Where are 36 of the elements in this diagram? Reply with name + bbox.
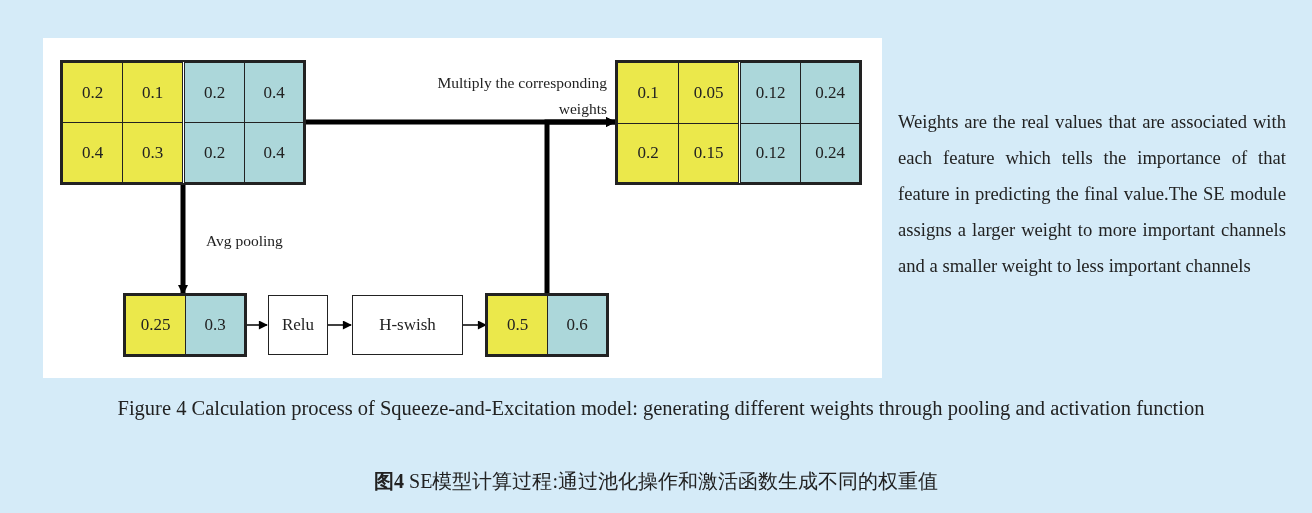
arrow xyxy=(327,320,352,330)
value-cell: 0.24 xyxy=(800,62,860,124)
value-cell: 0.12 xyxy=(740,123,801,183)
value-cell: 0.4 xyxy=(62,122,123,183)
value-cell: 0.1 xyxy=(122,62,183,123)
process-box: Relu xyxy=(268,295,328,355)
tensor-grid xyxy=(617,62,860,183)
value-cell: 0.4 xyxy=(244,62,304,123)
vector-box xyxy=(487,295,607,355)
value-cell: 0.1 xyxy=(617,62,679,124)
edge-label: Multiply the corresponding weights xyxy=(436,73,607,119)
value-cell: 0.15 xyxy=(678,123,739,183)
arrow xyxy=(462,320,487,330)
description-text: Weights are the real values that are associated with each feature which tells the importance of that feature in predicting the final value.The SE module assigns a larger weight to more important channels and a smaller weight to less important channels xyxy=(898,110,1286,278)
value-cell: 0.25 xyxy=(125,295,186,355)
value-cell: 0.5 xyxy=(487,295,548,355)
tensor-grid xyxy=(62,62,304,183)
value-cell: 0.24 xyxy=(800,123,860,183)
figure-caption: 图4 SE模型计算过程:通过池化操作和激活函数生成不同的权重值 xyxy=(373,469,939,494)
arrow xyxy=(178,183,188,295)
vector-box xyxy=(125,295,245,355)
process-box: H-swish xyxy=(352,295,463,355)
value-cell: 0.2 xyxy=(184,122,245,183)
value-cell: 0.4 xyxy=(244,122,304,183)
value-cell: 0.2 xyxy=(184,62,245,123)
value-cell: 0.3 xyxy=(122,122,183,183)
edge-label: Avg pooling xyxy=(205,231,284,251)
arrow xyxy=(244,320,268,330)
value-cell: 0.2 xyxy=(617,123,679,183)
arrow xyxy=(544,117,616,295)
value-cell: 0.3 xyxy=(185,295,245,355)
value-cell: 0.6 xyxy=(547,295,607,355)
value-cell: 0.2 xyxy=(62,62,123,123)
value-cell: 0.05 xyxy=(678,62,739,124)
value-cell: 0.12 xyxy=(740,62,801,124)
figure-caption: Figure 4 Calculation process of Squeeze-and-Excitation model: generating different weights through pooling and activation function xyxy=(116,396,1206,422)
